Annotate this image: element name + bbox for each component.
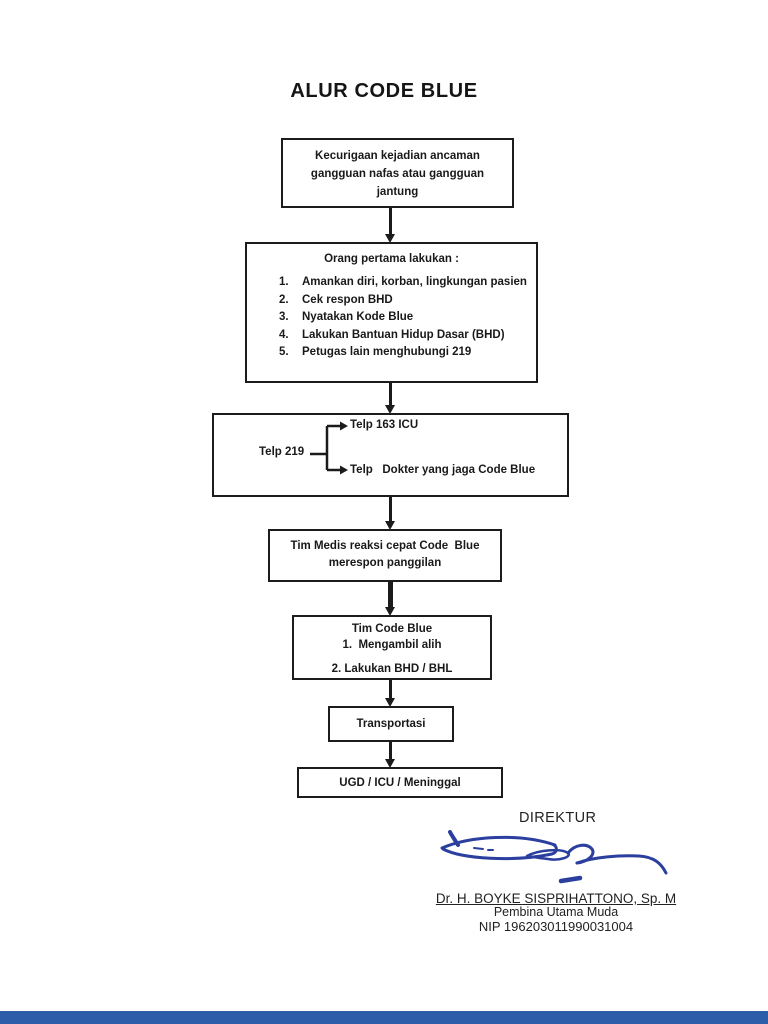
flow-box-suspicion: Kecurigaan kejadian ancaman gangguan naf… [281,138,514,208]
list-item-number: 2. [279,293,289,306]
branch-doctor-label: Telp Dokter yang jaga Code Blue [350,464,536,476]
list-item: 4. Lakukan Bantuan Hidup Dasar (BHD) [279,327,536,345]
list-item-number: 5. [279,346,289,358]
flow-arrow-down [385,496,396,530]
list-item-number: 3. [279,311,289,323]
telp-219-label: Telp 219 [259,446,305,458]
branch-icu-label: Telp 163 ICU [350,419,419,431]
signatory-block: Dr. H. BOYKE SISPRIHATTONO, Sp. M Pembin… [408,891,704,933]
arrow-head-icon [385,759,395,768]
flow-box-suspicion-line: jantung [376,186,419,198]
footer-bar [0,1011,768,1024]
outcome-label: UGD / ICU / Meninggal [339,776,461,789]
list-item-text: Petugas lain menghubungi 219 [302,346,472,358]
arrow-shaft [389,741,392,761]
flow-arrow-down [385,382,396,414]
arrow-shaft [389,207,392,236]
page-title: ALUR CODE BLUE [290,80,478,102]
list-item-text: Nyatakan Kode Blue [302,311,414,323]
flow-box-suspicion-line: gangguan nafas atau gangguan [310,168,485,180]
flow-box-outcome: UGD / ICU / Meninggal [297,767,503,798]
flow-arrow-down [385,741,396,768]
list-item-text: Cek respon BHD [302,293,393,306]
arrow-head-icon [385,521,395,530]
signatory-name: Dr. H. BOYKE SISPRIHATTONO, Sp. M [435,891,677,906]
list-item-text: Amankan diri, korban, lingkungan pasien [302,276,527,288]
flow-arrow-down [385,581,396,616]
arrow-shaft [389,679,392,700]
first-responder-header: Orang pertama lakukan : [324,253,459,265]
signatory-rank: Pembina Utama Muda [493,905,619,919]
flow-box-medical-team: Tim Medis reaksi cepat Code Blue merespo… [268,529,502,582]
medical-team-line: Tim Medis reaksi cepat Code Blue [290,540,480,552]
list-item-number: 1. [279,276,289,288]
flow-box-first-responder: Orang pertama lakukan : 1. Amankan diri,… [245,242,538,383]
code-blue-team-line: Tim Code Blue [351,623,433,635]
arrow-head-icon [385,698,395,707]
list-item: 5. Petugas lain menghubungi 219 [279,344,536,362]
direktur-label: DIREKTUR [519,810,597,826]
branch-connector [310,421,348,475]
arrow-shaft [389,496,392,523]
arrow-head-icon [385,405,395,414]
list-item-number: 4. [279,328,289,341]
first-responder-list: 1. Amankan diri, korban, lingkungan pasi… [247,274,536,362]
list-item: 1. Amankan diri, korban, lingkungan pasi… [279,274,536,292]
code-blue-team-line: 1. Mengambil alih [342,639,442,651]
list-item-text: Lakukan Bantuan Hidup Dasar (BHD) [302,328,505,341]
code-blue-team-line: 2. Lakukan BHD / BHL [331,663,453,675]
flow-box-code-blue-team: Tim Code Blue 1. Mengambil alih 2. Lakuk… [292,615,492,680]
arrow-shaft [388,581,393,609]
arrow-head-icon [385,234,395,243]
signature-image [440,830,668,884]
signatory-nip: NIP 196203011990031004 [478,918,634,934]
transport-label: Transportasi [356,718,426,730]
flow-box-suspicion-line: Kecurigaan kejadian ancaman [315,150,480,162]
flow-arrow-down [385,207,396,243]
list-item: 2. Cek respon BHD [279,292,536,310]
flow-arrow-down [385,679,396,707]
flow-box-telephone: Telp 219 Telp 163 ICU Telp Dokter yang j… [212,413,569,497]
list-item: 3. Nyatakan Kode Blue [279,309,536,327]
arrow-head-icon [385,607,395,616]
arrow-shaft [389,382,392,407]
flow-box-transport: Transportasi [328,706,454,742]
medical-team-line: merespon panggilan [328,557,442,569]
